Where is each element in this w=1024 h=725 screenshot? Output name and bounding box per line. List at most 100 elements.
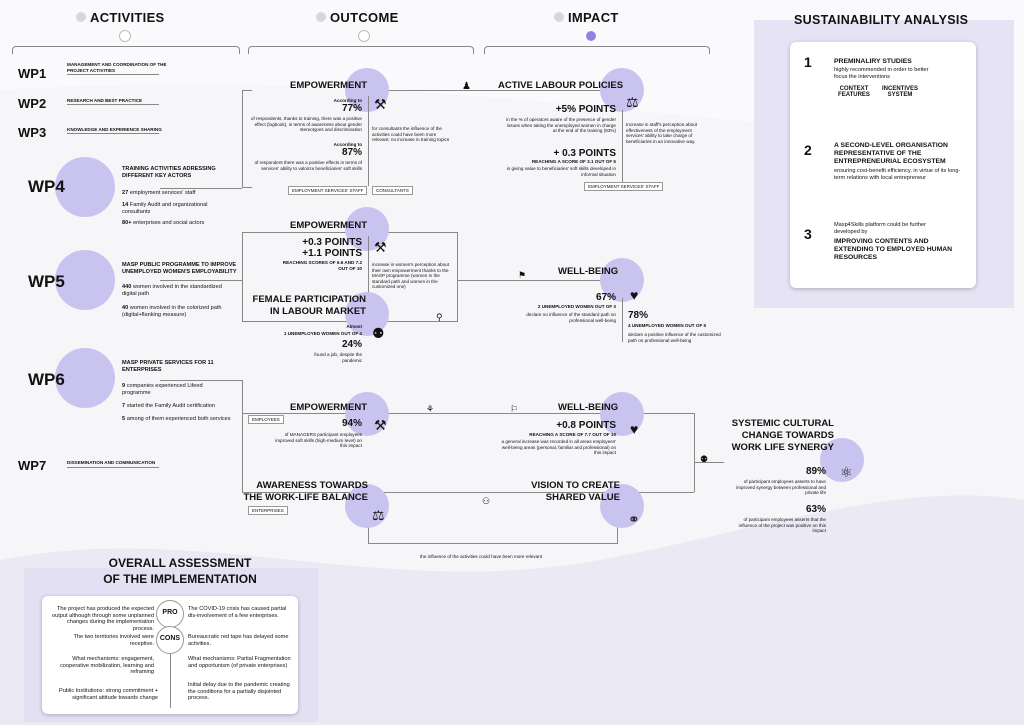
tag-consultants: CONSULTANTS xyxy=(372,186,413,195)
wp4-circle xyxy=(55,157,115,217)
row3-vs-circle xyxy=(600,484,644,528)
wp5-label: WP5 xyxy=(28,272,65,291)
hand-heart-icon-2: ♥ xyxy=(630,421,639,437)
dumbbell-icon: ⚒ xyxy=(374,96,387,112)
step-3-title: IMPROVING CONTENTS AND EXTENDING TO EMPL… xyxy=(834,238,953,261)
step-1-number: 1 xyxy=(804,54,812,70)
row1-a-pct: 77% xyxy=(341,103,362,114)
row2-fp-title: FEMALE PARTICIPATION IN LABOUR MARKET xyxy=(252,294,366,317)
row1-consultants-text: for consultants the influence of the act… xyxy=(372,126,450,143)
row1-impact-title: ACTIVE LABOUR POLICIES xyxy=(498,80,624,91)
run-icon: ⚑ xyxy=(518,270,527,280)
row3-text: of MANAGERS participant employees improv… xyxy=(275,432,362,449)
row1-impact-p1-text: in the % of operators aware of the prese… xyxy=(506,117,616,134)
assess-left-1: The project has produced the expected ou… xyxy=(51,606,154,632)
wp1-label: WP1 xyxy=(18,66,47,81)
row3-s2-pct: 63% xyxy=(805,504,826,515)
row3-vs-title: VISION TO CREATE SHARED VALUE xyxy=(531,480,620,503)
outcome-dot-icon xyxy=(358,30,370,42)
assess-left-3: What mechanisms: engagement, cooperative… xyxy=(60,656,154,676)
row3-sys-title: SYSTEMIC CULTURAL CHANGE TOWARDS WORK LI… xyxy=(731,418,834,453)
sustainability-title: SUSTAINABILITY ANALYSIS xyxy=(794,13,969,27)
row1-impact-p2: + 0.3 POINTS xyxy=(553,148,616,159)
impact-dot-icon xyxy=(585,30,597,42)
assess-left-4: Public Institutions: strong commitment +… xyxy=(58,688,158,701)
row3-impact-circle xyxy=(600,392,644,436)
row2-wb1-sub: 2 UNEMPLOYED WOMEN OUT OF 3 xyxy=(537,304,616,309)
row1-impact-circle xyxy=(600,68,644,112)
wp5-circle xyxy=(55,250,115,310)
wp3-label: WP3 xyxy=(18,125,47,140)
row2-sub: REACHING SCORES OF 6.6 AND 7.2 OUT OF 10 xyxy=(282,260,362,271)
step-2-subtitle: ensuring cost-benefit efficiency, in vir… xyxy=(834,168,961,181)
row3-wb-sub: REACHING A SCORE OF 7.7 OUT OF 10 xyxy=(529,432,616,437)
wp5-item-2: 40 women involved in the colorized path … xyxy=(122,305,222,318)
tag-employment-staff-2: EMPLOYMENT SERVICES' STAFF xyxy=(584,182,664,191)
tag-employees: EMPLOYEES xyxy=(248,415,284,424)
row1-b-pre: According to xyxy=(333,142,362,147)
pro-label: PRO xyxy=(162,609,178,616)
group-icon: ⚉ xyxy=(700,454,709,464)
row3-aw-title: AWARENESS TOWARDS THE WORK-LIFE BALANCE xyxy=(243,480,368,503)
row2-wb-title: WELL-BEING xyxy=(558,266,619,277)
assessment-card: PRO CONS The project has produced the ex… xyxy=(42,596,298,714)
row1-b-text: of respondent there was a positive effec… xyxy=(254,160,362,171)
step-3-number: 3 xyxy=(804,226,812,242)
rings-icon: ⚭ xyxy=(628,511,640,527)
wp5-title: MASP PUBLIC PROGRAMME TO IMPROVE UNEMPLO… xyxy=(122,262,237,275)
gavel-icon: ⚖ xyxy=(626,94,639,110)
assessment-title-1: OVERALL ASSESSMENT xyxy=(108,556,252,570)
activities-dot-icon xyxy=(119,30,131,42)
activities-header: ACTIVITIES xyxy=(76,10,164,25)
wp7-label: WP7 xyxy=(18,458,47,473)
row3-wb-text: a general increase was recorded in all a… xyxy=(501,439,616,456)
wp6-item-3: 5 among of them experienced both service… xyxy=(122,416,231,422)
row2-fp-sub: 1 UNEMPLOYED WOMEN OUT OF 4 xyxy=(283,331,362,336)
wp1-text: MANAGEMENT AND COORDINATION OF THE PROJE… xyxy=(67,62,167,73)
wp4-title: TRAINING ACTIVITIES ADRESSING DIFFERENT … xyxy=(122,166,216,179)
wp4-item-1: 27 employment services' staff xyxy=(122,190,196,196)
wp4-item-3: 80+ enterprises and social actors xyxy=(122,220,205,226)
step-1-title: PREMINALIRY STUDIES xyxy=(834,58,912,65)
row2-wb1-text: declare no influence of the standard pat… xyxy=(526,312,616,323)
row3-bottom-note: the influence of the activities could ha… xyxy=(420,554,543,559)
row2-fp-circle xyxy=(345,292,389,336)
wp6-item-1: 9 companies experienced Lifeed programme xyxy=(122,383,203,396)
tag-enterprises: ENTERPRISES xyxy=(248,506,288,515)
assess-right-2: Bureaucratic red tape has delayed some a… xyxy=(188,634,289,647)
wp4-item-2: 14 Family Audit and organizational consu… xyxy=(122,202,208,215)
row3-outcome-title: EMPOWERMENT xyxy=(290,402,368,413)
assess-right-1: The COVID-19 crisis has caused partial d… xyxy=(188,606,287,619)
row1-outcome-circle xyxy=(345,68,389,112)
wp4-label: WP4 xyxy=(28,177,65,196)
row2-impact-circle xyxy=(600,258,644,302)
row1-a-pre: According to xyxy=(333,98,362,103)
row1-impact-p1: +5% POINTS xyxy=(555,104,616,115)
row2-fp-pct: 24% xyxy=(341,339,362,350)
row3-wb-title: WELL-BEING xyxy=(558,402,619,413)
row2-wb2-pct: 78% xyxy=(628,310,649,321)
outcome-header: OUTCOME xyxy=(316,10,398,25)
network-icon: ⚛ xyxy=(840,464,853,480)
row2-wb2-text: declare a positive influence of the cust… xyxy=(628,332,721,343)
wp3-text: KNOWLEDGE AND EXPERIENCE SHARING xyxy=(67,127,162,132)
row3-outcome-circle xyxy=(345,392,389,436)
row2-almost: Almost xyxy=(346,324,362,329)
wp2-text: RESEARCH AND BEST PRACTICE xyxy=(67,98,143,103)
balance-person-icon: ⚖ xyxy=(372,507,385,523)
row2-side-text: increase in women's perception about the… xyxy=(372,262,449,290)
row2-outcome-circle xyxy=(345,207,389,251)
step-2-number: 2 xyxy=(804,142,812,158)
row2-outcome-title: EMPOWERMENT xyxy=(290,220,368,231)
row3-aw-circle xyxy=(345,484,389,528)
step-1-incentives: INCENTIVES SYSTEM xyxy=(881,86,918,98)
row1-b-pct: 87% xyxy=(341,147,362,158)
wp2-label: WP2 xyxy=(18,96,47,111)
row2-p1: +0.3 POINTS xyxy=(302,237,362,248)
wp6-label: WP6 xyxy=(28,370,65,389)
wp6-item-2: 7 started the Family Audit certification xyxy=(122,403,215,409)
tag-employment-staff: EMPLOYMENT SERVICES' STAFF xyxy=(288,186,368,195)
assess-left-2: The two territories involved were recept… xyxy=(73,634,154,647)
row2-wb1-pct: 67% xyxy=(595,292,616,303)
wp7-text: DISSEMINATION AND COMMUNICATION xyxy=(67,460,156,465)
